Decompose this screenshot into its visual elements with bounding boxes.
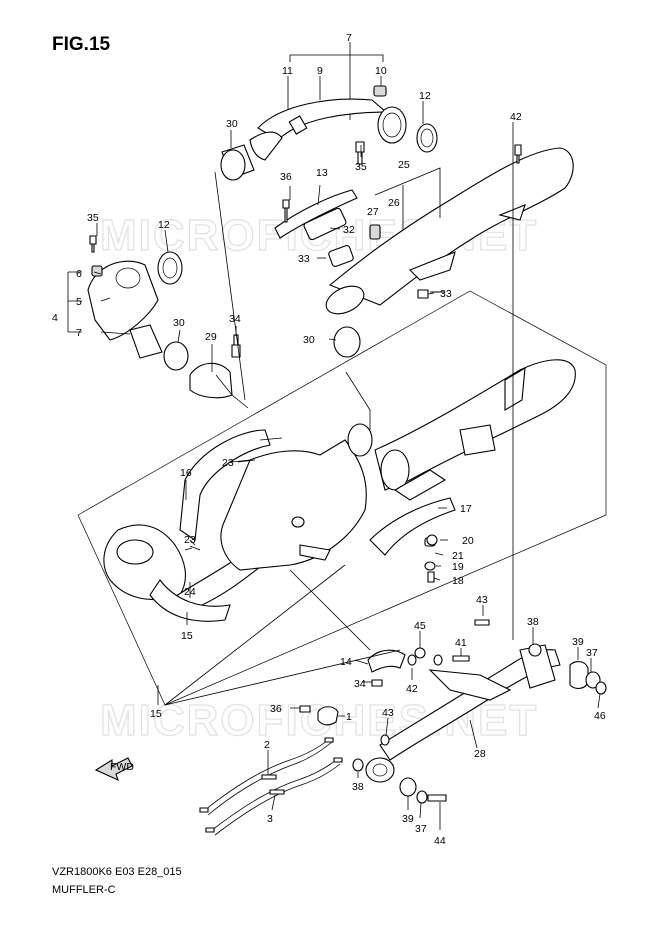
callout-33-upper: 33 [440, 288, 452, 300]
callout-13: 13 [316, 167, 328, 179]
left-flange-group [67, 235, 241, 399]
callout-38-lower: 38 [352, 781, 364, 793]
callout-45: 45 [414, 620, 426, 632]
callout-37-upper: 37 [586, 647, 598, 659]
callout-35-left: 35 [87, 212, 99, 224]
callout-12-upper: 12 [419, 90, 431, 102]
callout-19: 18 [452, 575, 464, 587]
callout-30-upper: 30 [226, 118, 238, 130]
callout-10: 10 [375, 65, 387, 77]
callout-46: 46 [594, 710, 606, 722]
callout-30-mid: 30 [303, 334, 315, 346]
callout-7: 7 [76, 327, 82, 339]
callout-16: 15 [181, 630, 193, 642]
lower-bracket-group [290, 619, 607, 804]
heat-shield-part-13 [274, 189, 358, 239]
forward-direction-arrow: FWD [94, 757, 134, 782]
muffler-assembly-box [77, 290, 607, 706]
callout-2: 2 [264, 739, 270, 751]
upper-exhaust-group [220, 42, 574, 358]
callout-33-left: 34 [229, 313, 241, 325]
callout-22: 21 [452, 550, 464, 562]
callout-42-lower: 43 [382, 707, 394, 719]
callout-28: 28 [474, 748, 486, 760]
callout-36: 36 [280, 171, 292, 183]
callout-6: 6 [76, 268, 82, 280]
callout-40: 41 [455, 637, 467, 649]
callout-42-upper: 42 [406, 683, 418, 695]
callout-29: 29 [205, 331, 217, 343]
callout-14: 14 [340, 656, 352, 668]
callout-1: 1 [346, 711, 352, 723]
callout-35-upper: 35 [355, 161, 367, 173]
figure-title: FIG.15 [52, 34, 111, 55]
callout-32: 33 [298, 253, 310, 265]
callout-39-lower: 39 [402, 813, 414, 825]
callout-15: 15 [150, 708, 162, 720]
callout-3: 3 [267, 813, 273, 825]
callout-24: 24 [184, 586, 196, 598]
control-cables [199, 737, 343, 836]
callout-31: 32 [343, 224, 355, 236]
callout-4: 4 [52, 312, 58, 324]
callout-43-lower: 44 [434, 835, 446, 847]
callout-30-left: 30 [173, 317, 185, 329]
callout-11: 11 [282, 65, 293, 77]
callout-26: 26 [388, 197, 400, 209]
callout-9: 9 [317, 65, 323, 77]
callout-17: 16 [180, 467, 192, 479]
callout-5: 5 [76, 296, 82, 308]
callout-23-upper: 23 [222, 457, 234, 469]
callout-27: 27 [367, 206, 379, 218]
callout-12-left: 12 [158, 219, 170, 231]
callout-23-lower: 23 [184, 534, 196, 546]
bracket-part-28 [379, 649, 561, 761]
section-name: MUFFLER-C [52, 884, 116, 896]
callout-44: 36 [270, 703, 282, 715]
center-chamber-part-17 [179, 429, 271, 541]
callout-20: 19 [452, 561, 464, 573]
callout-37-lower: 37 [415, 823, 427, 835]
callout-25: 25 [398, 159, 410, 171]
leader-lines [93, 101, 601, 830]
callout-38-upper: 38 [527, 616, 539, 628]
callout-8: 7 [346, 32, 352, 44]
callout-39-upper: 39 [572, 636, 584, 648]
callout-18: 17 [460, 503, 472, 515]
muffler-upper-part-26 [328, 147, 574, 306]
callout-labels: 7 11 9 10 12 42 30 35 25 36 13 26 27 32 … [52, 32, 606, 847]
callout-34: 34 [354, 678, 366, 690]
callout-41: 42 [510, 111, 522, 123]
fwd-label: FWD [110, 761, 134, 773]
callout-21: 20 [462, 535, 474, 547]
model-code: VZR1800K6 E03 E28_015 [52, 866, 182, 878]
callout-43-upper: 43 [476, 594, 488, 606]
